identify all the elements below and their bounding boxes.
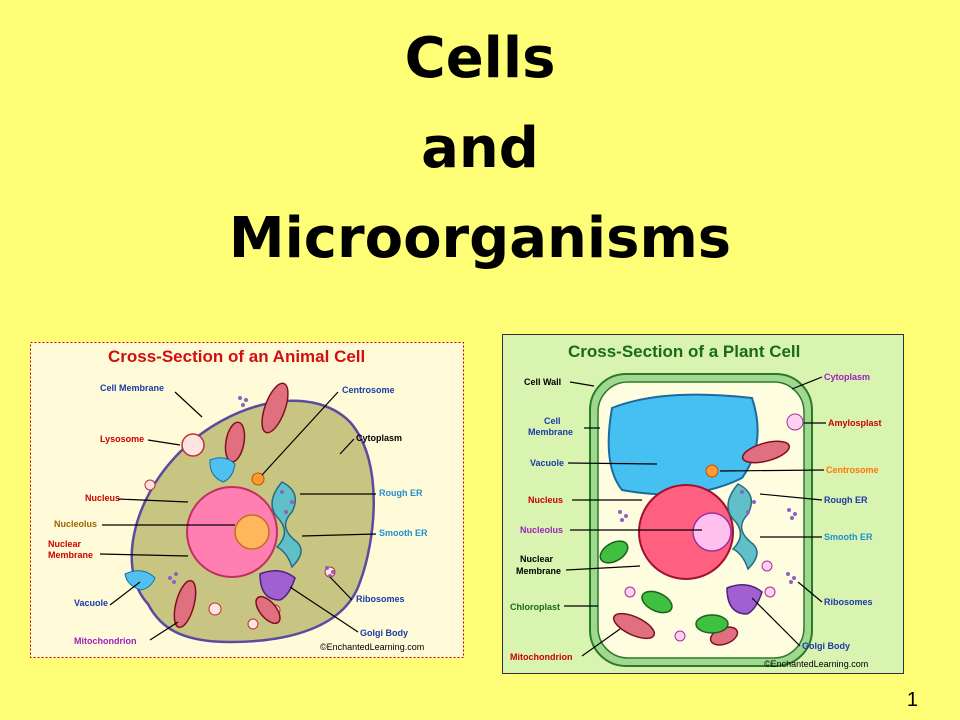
animal-cell-diagram: Cross-Section of an Animal Cell Cell Mem… <box>30 342 464 658</box>
animal-centrosome-shape <box>251 472 265 486</box>
plant-vacuole-shape <box>607 393 759 496</box>
title-line-1: Cells <box>404 26 556 91</box>
plant-ribosomes-shape <box>618 490 797 584</box>
label-animal-centrosome: Centrosome <box>342 385 395 395</box>
label-animal-golgi-body: Golgi Body <box>360 628 408 638</box>
animal-credit: ©EnchantedLearning.com <box>320 642 424 652</box>
animal-ribosomes-shape <box>168 396 335 584</box>
label-animal-cytoplasm: Cytoplasm <box>356 433 402 443</box>
label-animal-mitochondrion: Mitochondrion <box>74 636 137 646</box>
label-plant-centrosome: Centrosome <box>826 465 879 475</box>
animal-nucleolus-shape <box>234 514 270 550</box>
plant-credit: ©EnchantedLearning.com <box>764 659 868 669</box>
label-plant-cell-membrane-1: Cell <box>544 416 561 426</box>
label-plant-nucleus: Nucleus <box>528 495 563 505</box>
label-animal-smooth-er: Smooth ER <box>379 528 428 538</box>
plant-cell-diagram: Cross-Section of a Plant Cell Cell Wall … <box>502 334 904 674</box>
plant-nucleus-shape <box>638 484 734 580</box>
animal-vacuole-shape <box>124 570 156 591</box>
title-line-3: Microorganisms <box>228 206 732 271</box>
label-plant-nuclear-membrane-2: Membrane <box>516 566 561 576</box>
plant-heading: Cross-Section of a Plant Cell <box>568 342 800 361</box>
plant-nucleolus-shape <box>692 512 732 552</box>
label-plant-amylosplast: Amylosplast <box>828 418 882 428</box>
page-number: 1 <box>906 689 918 711</box>
label-plant-golgi-body: Golgi Body <box>802 641 850 651</box>
animal-nucleus-shape <box>186 486 278 578</box>
label-plant-smooth-er: Smooth ER <box>824 532 873 542</box>
label-plant-nucleolus: Nucleolus <box>520 525 563 535</box>
label-plant-vacuole: Vacuole <box>530 458 564 468</box>
label-animal-nucleolus: Nucleolus <box>54 519 97 529</box>
label-plant-cell-membrane-2: Membrane <box>528 427 573 437</box>
animal-heading: Cross-Section of an Animal Cell <box>108 347 365 366</box>
label-animal-vacuole: Vacuole <box>74 598 108 608</box>
plant-amylosplast-shape <box>786 413 804 431</box>
animal-lysosome-shape <box>181 433 205 457</box>
animal-golgi-shape <box>259 570 296 601</box>
label-animal-nucleus: Nucleus <box>85 493 120 503</box>
animal-mitochondrion-shape-1 <box>261 382 289 434</box>
animal-er-shape <box>271 481 302 569</box>
plant-chloroplast-shape <box>641 590 673 614</box>
label-plant-cytoplasm: Cytoplasm <box>824 372 870 382</box>
label-plant-mitochondrion: Mitochondrion <box>510 652 573 662</box>
label-plant-cell-wall: Cell Wall <box>524 377 561 387</box>
label-animal-rough-er: Rough ER <box>379 488 423 498</box>
label-plant-chloroplast: Chloroplast <box>510 602 560 612</box>
label-plant-nuclear-membrane-1: Nuclear <box>520 554 554 564</box>
title-line-2: and <box>421 116 539 181</box>
plant-mitochondrion-shape <box>612 612 656 640</box>
label-animal-nuclear-membrane-2: Membrane <box>48 550 93 560</box>
label-animal-cell-membrane: Cell Membrane <box>100 383 164 393</box>
slide-title: Cells and Microorganisms <box>0 14 960 284</box>
label-plant-rough-er: Rough ER <box>824 495 868 505</box>
label-animal-ribosomes: Ribosomes <box>356 594 405 604</box>
label-animal-lysosome: Lysosome <box>100 434 144 444</box>
plant-golgi-shape <box>726 584 763 615</box>
plant-centrosome-shape <box>705 464 719 478</box>
label-plant-ribosomes: Ribosomes <box>824 597 873 607</box>
label-animal-nuclear-membrane-1: Nuclear <box>48 539 82 549</box>
